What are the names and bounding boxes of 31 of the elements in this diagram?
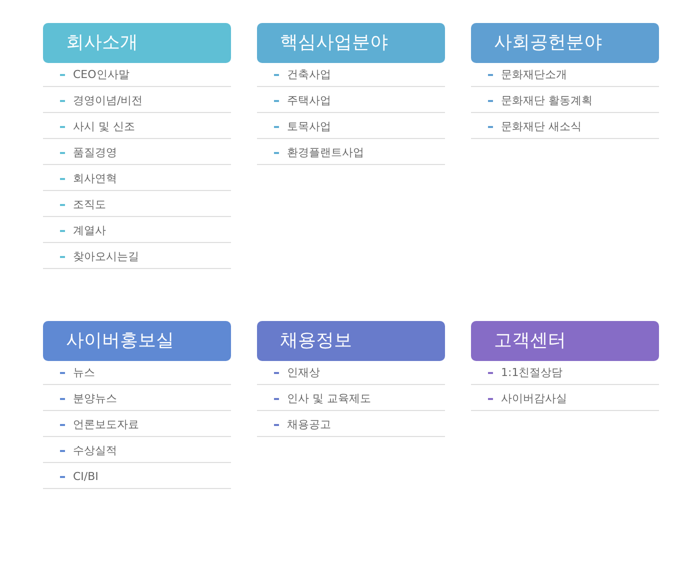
- menu-link: 문화재단 새소식: [501, 120, 582, 134]
- category-header: 핵심사업분야: [257, 23, 445, 63]
- menu-link: 인사 및 교육제도: [287, 392, 371, 406]
- category-header: 사이버홍보실: [43, 321, 231, 361]
- menu-link: 찾아오시는길: [73, 250, 139, 264]
- menu-link: 사이버감사실: [501, 392, 567, 406]
- menu-link: CEO인사말: [73, 68, 130, 82]
- category-header: 고객센터: [471, 321, 659, 361]
- menu-link: 계열사: [73, 224, 106, 238]
- menu-link: 회사연혁: [73, 172, 117, 186]
- menu-link: 조직도: [73, 198, 106, 212]
- menu-link: 수상실적: [73, 444, 117, 458]
- menu-link: 언론보도자료: [73, 418, 139, 432]
- menu-link: 품질경영: [73, 146, 117, 160]
- menu-link: 뉴스: [73, 366, 95, 380]
- menu-link: 경영이념/비전: [73, 94, 143, 108]
- menu-link: 문화재단소개: [501, 68, 567, 82]
- category-header: 채용정보: [257, 321, 445, 361]
- menu-link: 사시 및 신조: [73, 120, 135, 134]
- menu-link: 건축사업: [287, 68, 331, 82]
- menu-link: 분양뉴스: [73, 392, 117, 406]
- category-header: 회사소개: [43, 23, 231, 63]
- menu-link: 인재상: [287, 366, 320, 380]
- category-header: 사회공헌분야: [471, 23, 659, 63]
- menu-link: 문화재단 활동계획: [501, 94, 592, 108]
- menu-link: 주택사업: [287, 94, 331, 108]
- menu-link: CI/BI: [73, 470, 98, 484]
- menu-link: 채용공고: [287, 418, 331, 432]
- menu-link: 토목사업: [287, 120, 331, 134]
- menu-link: 환경플랜트사업: [287, 146, 364, 160]
- menu-link: 1:1친절상담: [501, 366, 563, 380]
